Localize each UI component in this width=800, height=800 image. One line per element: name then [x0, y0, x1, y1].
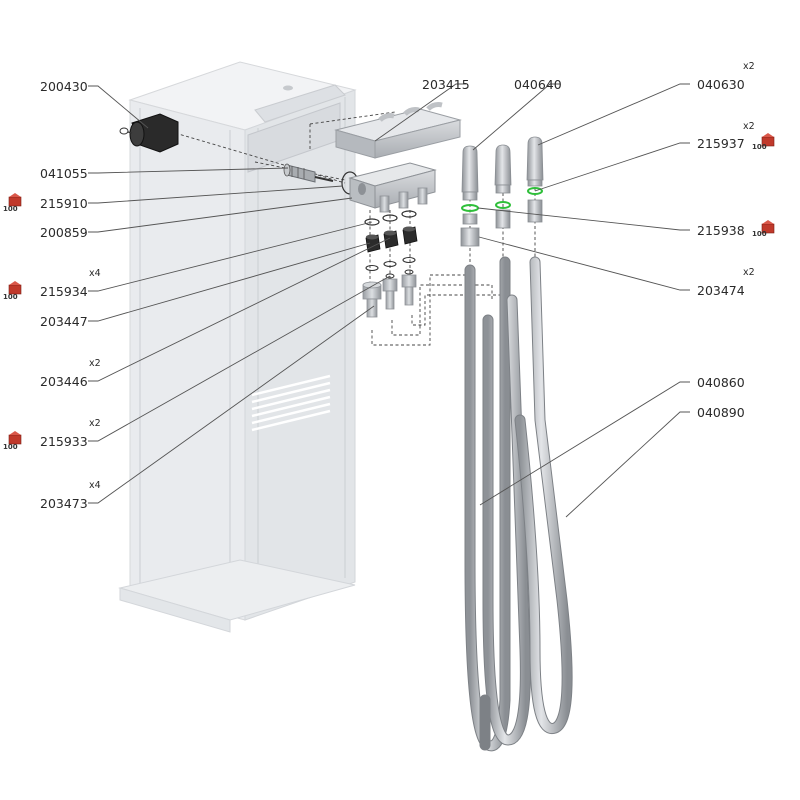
- part-215934-orings[interactable]: [364, 210, 417, 272]
- part-203473-nozzles[interactable]: [362, 274, 417, 318]
- qty-215933: x2: [89, 418, 101, 429]
- pack-badge-215937: 100: [752, 133, 775, 151]
- pack-badge-label: 100: [3, 443, 18, 451]
- label-215937[interactable]: 215937: [697, 136, 745, 151]
- pack-badge-label: 100: [3, 293, 18, 301]
- label-203446[interactable]: 203446: [40, 374, 88, 389]
- label-040890[interactable]: 040890: [697, 405, 745, 420]
- cabinet-vents: [251, 374, 331, 432]
- pack-badge-label: 100: [752, 230, 767, 238]
- label-200859[interactable]: 200859: [40, 225, 88, 240]
- part-200430-gauge[interactable]: [119, 113, 179, 153]
- pack-badge-label: 100: [3, 205, 18, 213]
- qty-203474: x2: [743, 267, 755, 278]
- label-215910[interactable]: 215910: [40, 196, 88, 211]
- qty-203473: x4: [89, 480, 101, 491]
- part-041055-filter[interactable]: [283, 163, 334, 183]
- label-203447[interactable]: 203447: [40, 314, 88, 329]
- label-203473[interactable]: 203473: [40, 496, 88, 511]
- cabinet-body: [118, 61, 357, 633]
- part-203474-connectors[interactable]: [460, 199, 543, 247]
- part-203447-caps[interactable]: [365, 226, 418, 253]
- label-040640[interactable]: 040640: [514, 77, 562, 92]
- part-215933-rings[interactable]: [385, 269, 414, 279]
- pack-badge-215933: 100: [3, 431, 22, 451]
- leader-lines: [88, 83, 690, 518]
- qty-215934: x4: [89, 268, 101, 279]
- label-203474[interactable]: 203474: [697, 283, 745, 298]
- part-040640-handles[interactable]: [461, 136, 544, 201]
- part-labels-right: 203415 040640 x2 040630 x2 215937 215938…: [422, 61, 755, 420]
- qty-203446: x2: [89, 358, 101, 369]
- pack-badge-215934: 100: [3, 281, 22, 301]
- qty-040630: x2: [743, 61, 755, 72]
- pack-badge-215938: 100: [752, 220, 775, 238]
- part-200859-distribution-block[interactable]: [348, 162, 437, 213]
- label-040860[interactable]: 040860: [697, 375, 745, 390]
- label-041055[interactable]: 041055: [40, 166, 88, 181]
- part-labels-left: 200430 041055 215910 200859 x4 215934 20…: [40, 79, 101, 511]
- label-200430[interactable]: 200430: [40, 79, 88, 94]
- part-040860-hoses[interactable]: [464, 256, 573, 752]
- pack-badge-215910: 100: [3, 193, 22, 213]
- label-040630[interactable]: 040630: [697, 77, 745, 92]
- label-215938[interactable]: 215938: [697, 223, 745, 238]
- qty-215937: x2: [743, 121, 755, 132]
- label-215934[interactable]: 215934: [40, 284, 88, 299]
- pack-badge-label: 100: [752, 143, 767, 151]
- label-215933[interactable]: 215933: [40, 434, 88, 449]
- label-203415[interactable]: 203415: [422, 77, 470, 92]
